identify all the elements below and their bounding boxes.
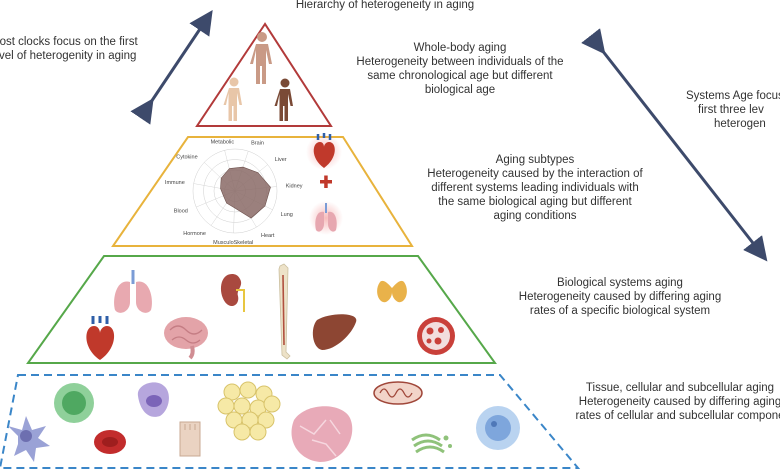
left-note: Most clocks focus on the first level of … [0,36,138,62]
heart-glow-icon [306,133,342,170]
kidney-icon [220,274,245,312]
liver-icon [312,314,357,350]
red-blood-cell-icon [94,430,126,454]
level-systems-text: Biological systems aging Heterogeneity c… [518,277,722,317]
level-whole-body-border [195,22,333,127]
level-tissue-text: Tissue, cellular and subcellular aging H… [575,382,780,422]
epithelial-cell-icon [179,421,201,457]
radar-axis-label: Hormone [183,231,206,237]
adipocyte [249,423,267,441]
nucleus-cell-icon [476,406,520,450]
diagram-title: Hierarchy of heterogeneity in aging [295,0,475,11]
adipocyte [257,411,275,429]
mitochondria-icon [373,381,423,405]
right-note: Systems Age focus first three lev hetero… [686,90,780,130]
level-tissue-border [0,374,581,469]
heart-icon [86,316,115,360]
level-systems-border [26,255,497,364]
radar-axis-label: Lung [281,212,293,218]
radar-axis-label: Heart [261,233,275,239]
plus-icon [320,175,332,188]
dendritic-cell-icon [8,416,50,462]
radar-axis-label: Liver [275,157,287,163]
stem-cell-icon [54,383,94,423]
radar-profile-shape [220,166,271,219]
radar-axis-label: Brain [251,141,264,147]
radar-chart: Metabolic BrainLiverKidneyLungHeartMuscul… [165,140,303,246]
level-subtypes-border [111,136,414,247]
lungs-icon [114,270,152,313]
radar-axis-label: Blood [174,209,188,215]
adipocyte [217,397,235,415]
radar-axis-label: Cytokine [176,154,197,160]
lungs-glow-icon [309,201,343,235]
brain-icon [164,317,208,360]
golgi-icon [411,433,452,454]
left-double-arrow [130,10,213,125]
level-subtypes-text: Aging subtypes Heterogeneity caused by t… [427,154,643,222]
right-double-arrow [581,28,768,262]
radar-axis-label: Kidney [286,184,303,190]
radar-axis-label: Immune [165,180,185,186]
radar-grid-ring [192,148,278,234]
radar-axis-label: MusculoSkeletal [213,240,253,246]
blood-vessel-icon [417,317,455,355]
level-whole-body-text: Whole-body aging Heterogeneity between i… [356,42,564,96]
adipocyte [239,381,257,399]
radar-axis-label: Metabolic [211,140,235,146]
bone-icon [278,263,291,360]
adipocyte-cluster-icon [217,381,281,441]
adipocyte [233,397,251,415]
adipocyte [233,423,251,441]
macrophage-icon [137,382,169,417]
cell-icons [8,381,520,462]
adipocyte [263,395,281,413]
muscle-tissue-icon [291,406,353,462]
thyroid-icon [377,280,407,303]
human-figures-icon [223,32,293,121]
